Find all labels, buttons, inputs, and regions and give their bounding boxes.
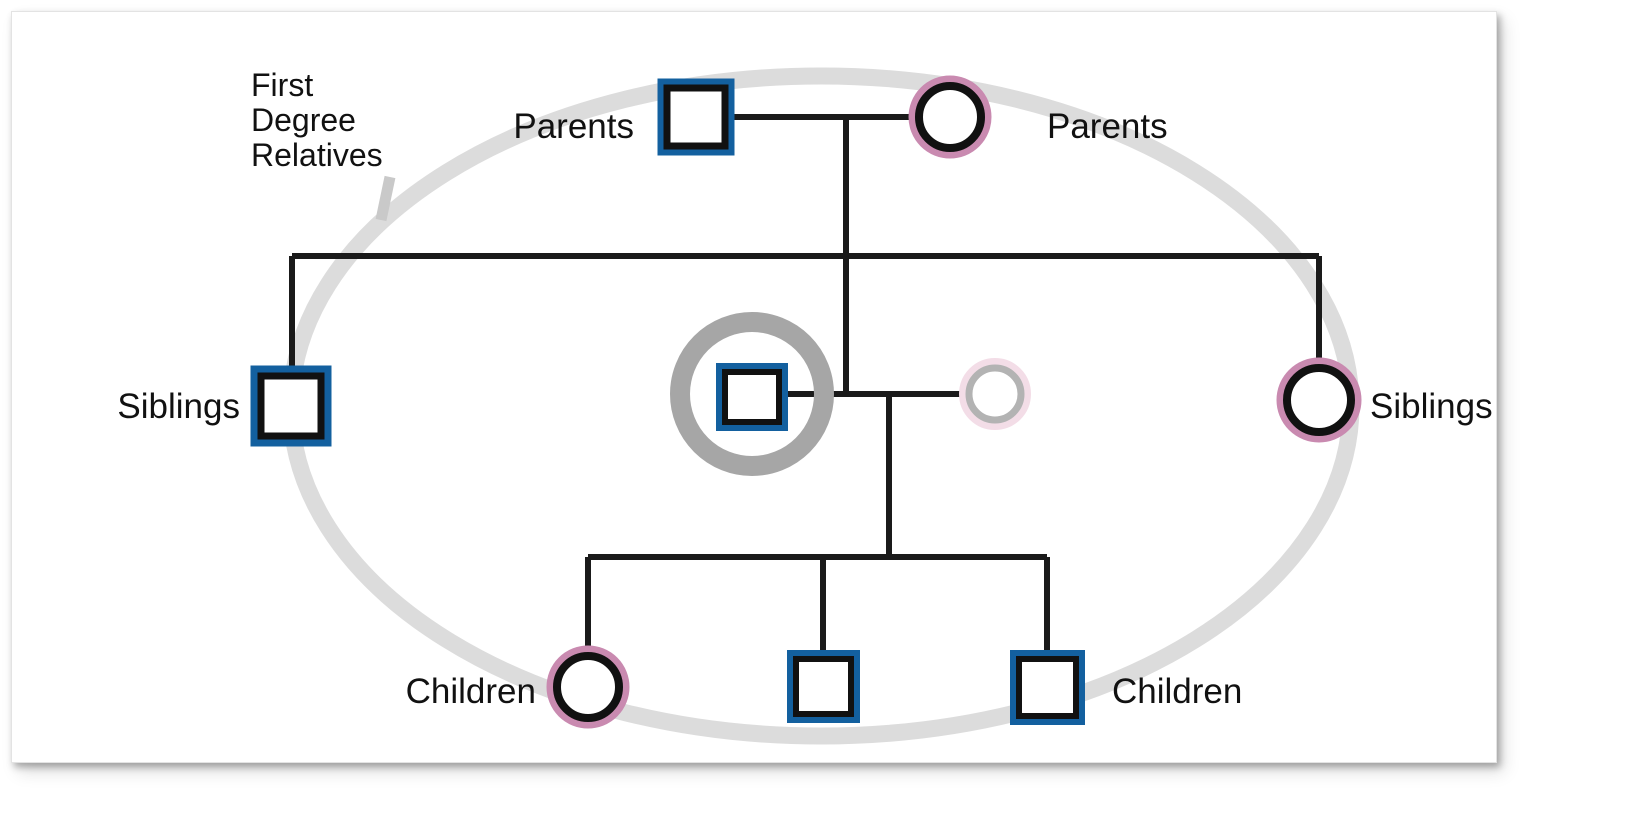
pedigree-chart: First Degree Relatives Parents Parents S… (117, 67, 1493, 745)
label-siblings-left: Siblings (117, 387, 240, 426)
female-circle-mother (915, 82, 985, 152)
male-square-halo-father (657, 78, 735, 156)
male-square-halo-proband (716, 363, 788, 431)
female-circle-halo-sibling-right (1276, 357, 1362, 443)
female-circle-child-1 (553, 652, 623, 722)
first-degree-relatives-label-line-1: First (251, 67, 313, 103)
individual-sibling-right[interactable] (1276, 357, 1362, 443)
label-parents-right: Parents (1047, 107, 1168, 146)
female-circle-sibling-right (1283, 364, 1355, 436)
female-circle-partner (965, 364, 1025, 424)
male-square-halo-child-2 (787, 650, 860, 723)
female-circle-halo-child-1 (546, 645, 630, 729)
individual-partner[interactable] (959, 358, 1031, 430)
female-circle-halo-partner (959, 358, 1031, 430)
diagram-card: First Degree Relatives Parents Parents S… (11, 11, 1497, 763)
label-siblings-right: Siblings (1370, 387, 1493, 426)
male-square-sibling-left (257, 372, 325, 440)
individual-proband[interactable] (716, 363, 788, 431)
male-square-father (663, 84, 729, 150)
label-children-left: Children (406, 672, 536, 711)
individual-father[interactable] (657, 78, 735, 156)
male-square-halo-child-3 (1010, 650, 1085, 725)
first-degree-relatives-pointer-tick (375, 175, 396, 222)
male-square-child-2 (793, 656, 854, 717)
individual-child-1[interactable] (546, 645, 630, 729)
individual-child-3[interactable] (1010, 650, 1085, 725)
first-degree-relatives-label-line-3: Relatives (251, 137, 383, 173)
label-children-right: Children (1112, 672, 1242, 711)
individual-sibling-left[interactable] (250, 365, 332, 447)
individual-child-2[interactable] (787, 650, 860, 723)
female-circle-halo-mother (908, 75, 992, 159)
individual-mother[interactable] (908, 75, 992, 159)
male-square-proband (722, 369, 782, 425)
first-degree-relatives-label-line-2: Degree (251, 102, 356, 138)
connector-lines (289, 114, 1322, 657)
proband-highlight-ring (670, 312, 834, 476)
male-square-halo-sibling-left (250, 365, 332, 447)
label-parents-left: Parents (513, 107, 634, 146)
male-square-child-3 (1016, 656, 1079, 719)
